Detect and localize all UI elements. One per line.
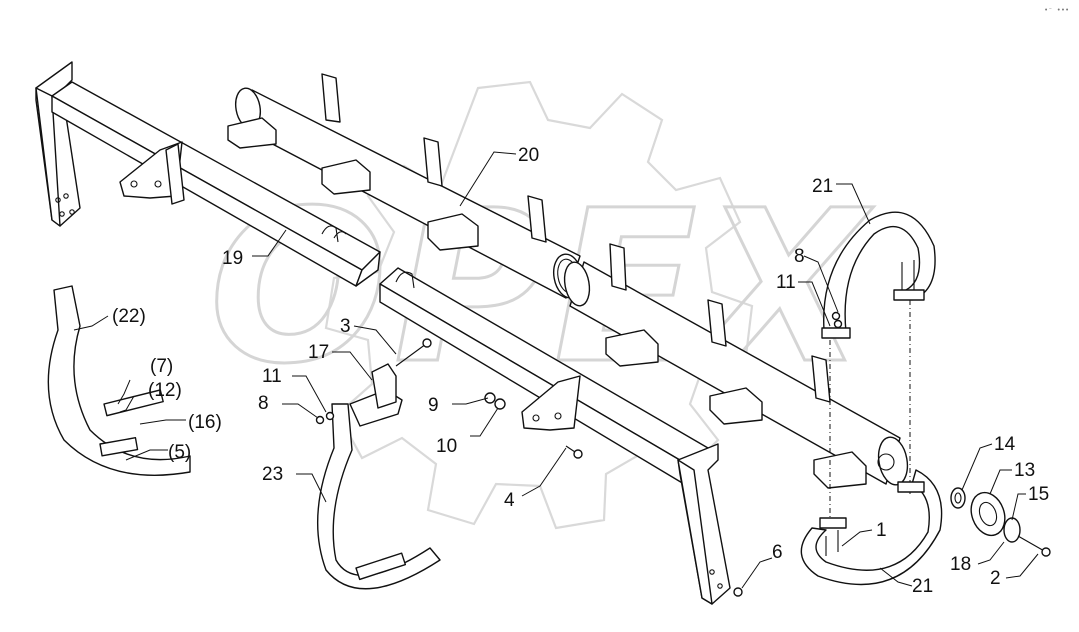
callout-3: 3 <box>340 316 351 337</box>
callout-17: 17 <box>308 342 329 363</box>
washer-10 <box>494 398 506 410</box>
tube-bracket-3 <box>427 195 547 251</box>
nut-8-left <box>315 415 325 425</box>
callout-5: (5) <box>168 442 191 463</box>
callout-8-lower: 8 <box>258 393 269 414</box>
tube-bracket-6 <box>811 355 867 489</box>
scraper-ring-21-upper <box>821 211 936 339</box>
callout-labels: 20 19 21 8 11 (22) 3 17 (7) (12) 11 8 9 … <box>112 145 1049 597</box>
bolt-6 <box>733 587 743 597</box>
tube-bracket-4 <box>605 243 659 367</box>
callout-14: 14 <box>994 434 1016 455</box>
corner-code: •⁻ ••• <box>1044 7 1069 15</box>
callout-11-lower: 11 <box>262 366 282 387</box>
mounting-plate-right <box>677 443 731 605</box>
callout-21-upper: 21 <box>812 176 833 197</box>
tube-bracket-1 <box>227 73 341 149</box>
callout-7: (7) <box>150 356 173 377</box>
washer-11-left <box>325 411 335 421</box>
ring-15 <box>1003 517 1021 543</box>
callout-23: 23 <box>262 464 283 485</box>
callout-16: (16) <box>188 412 222 433</box>
nut-9 <box>484 392 496 404</box>
callout-11-upper: 11 <box>776 272 796 293</box>
scraper-ring-21-lower <box>800 469 943 586</box>
bolt-3 <box>395 338 432 367</box>
callout-12: (12) <box>148 380 182 401</box>
callout-13: 13 <box>1014 460 1035 481</box>
callout-8-upper: 8 <box>794 246 805 267</box>
callout-6: 6 <box>772 542 783 563</box>
main-tube-right <box>563 261 909 486</box>
spring-tine-22 <box>47 285 191 476</box>
bearing-13 <box>970 491 1006 537</box>
tube-bracket-2 <box>321 137 443 195</box>
washer-14 <box>950 487 966 509</box>
callout-20: 20 <box>518 145 539 166</box>
beam-clamp-upper <box>119 141 185 205</box>
frame-beam-19 <box>51 81 381 287</box>
callout-15: 15 <box>1028 484 1049 505</box>
watermark-gear <box>324 80 754 530</box>
bolt-2 <box>1017 535 1051 557</box>
callout-21-lower: 21 <box>912 576 933 597</box>
callout-10: 10 <box>436 436 457 457</box>
bolt-4 <box>565 445 583 459</box>
mounting-plate-left <box>35 61 81 227</box>
callout-18: 18 <box>950 554 971 575</box>
callout-1: 1 <box>876 520 887 541</box>
dash-centerline-1 <box>829 300 911 520</box>
callout-9: 9 <box>428 395 439 416</box>
tube-bracket-5 <box>707 299 763 425</box>
callout-22: (22) <box>112 306 146 327</box>
callout-19: 19 <box>222 248 243 269</box>
leader-lines <box>73 151 1039 589</box>
clamp-bracket-17 <box>349 363 403 427</box>
callout-2: 2 <box>990 568 1001 589</box>
callout-4: 4 <box>504 490 515 511</box>
beam-clamp-lower <box>521 375 581 431</box>
spring-tine-23 <box>316 403 441 590</box>
